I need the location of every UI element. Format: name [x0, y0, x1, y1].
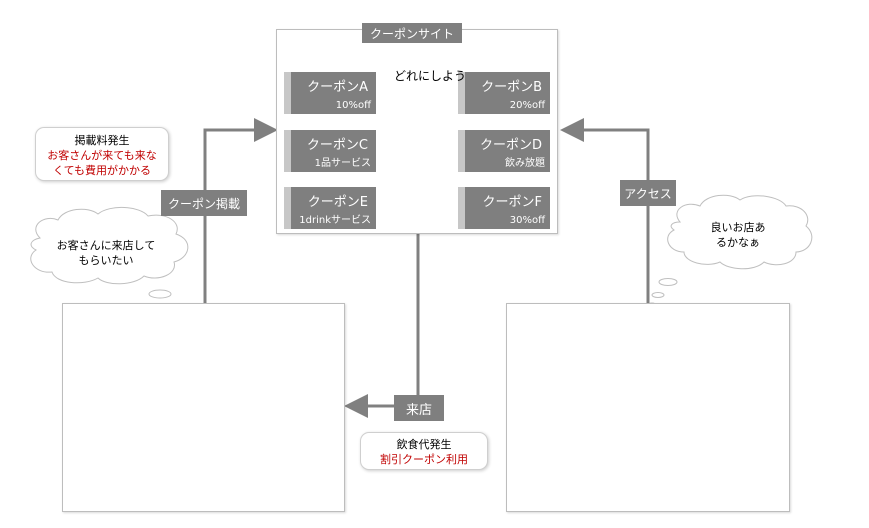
- listing-arrow: [203, 118, 278, 303]
- coupon-site-title: クーポンサイト: [362, 23, 462, 43]
- coupon-name: クーポンB: [481, 80, 542, 95]
- coupon-name: クーポンD: [479, 138, 542, 153]
- dining-title: 飲食代発生: [396, 438, 452, 451]
- coupon-f: クーポンF 30%off: [458, 187, 550, 229]
- coupon-detail: 10%off: [335, 100, 371, 111]
- coupon-name: クーポンF: [482, 195, 542, 210]
- coupon-e: クーポンE 1drinkサービス: [284, 187, 376, 229]
- coupon-detail: 1品サービス: [314, 158, 371, 169]
- shops-box: [62, 303, 345, 512]
- thought-cloud-customers: [647, 194, 813, 308]
- coupon-b: クーポンB 20%off: [458, 72, 550, 114]
- coupon-c: クーポンC 1品サービス: [284, 130, 376, 172]
- coupon-detail: 20%off: [509, 100, 545, 111]
- site-thought-text: どれにしよう: [393, 69, 466, 83]
- listing-label: クーポン掲載: [161, 190, 247, 216]
- shops-thought-text: お客さんに来店してもらいたい: [56, 239, 156, 267]
- customers-thought-text: 良いお店あるかなぁ: [710, 221, 766, 249]
- coupon-name: クーポンE: [307, 195, 368, 210]
- dining-callout: 飲食代発生 割引クーポン利用: [360, 432, 488, 470]
- coupon-detail: 1drinkサービス: [299, 215, 371, 226]
- visit-arrow: [344, 234, 420, 418]
- fee-callout: 掲載料発生 お客さんが来ても来なくても費用がかかる: [35, 127, 169, 181]
- coupon-name: クーポンA: [307, 80, 368, 95]
- visit-label: 来店: [394, 395, 444, 421]
- customers-box: [506, 303, 790, 512]
- coupon-detail: 30%off: [509, 215, 545, 226]
- coupon-d: クーポンD 飲み放題: [458, 130, 550, 172]
- access-label: アクセス: [620, 180, 676, 206]
- access-arrow: [560, 118, 650, 303]
- dining-note: 割引クーポン利用: [380, 453, 468, 466]
- coupon-detail: 飲み放題: [505, 158, 545, 169]
- coupon-a: クーポンA 10%off: [284, 72, 376, 114]
- fee-title: 掲載料発生: [74, 134, 130, 147]
- fee-note: お客さんが来ても来なくても費用がかかる: [47, 149, 157, 177]
- coupon-name: クーポンC: [306, 138, 368, 153]
